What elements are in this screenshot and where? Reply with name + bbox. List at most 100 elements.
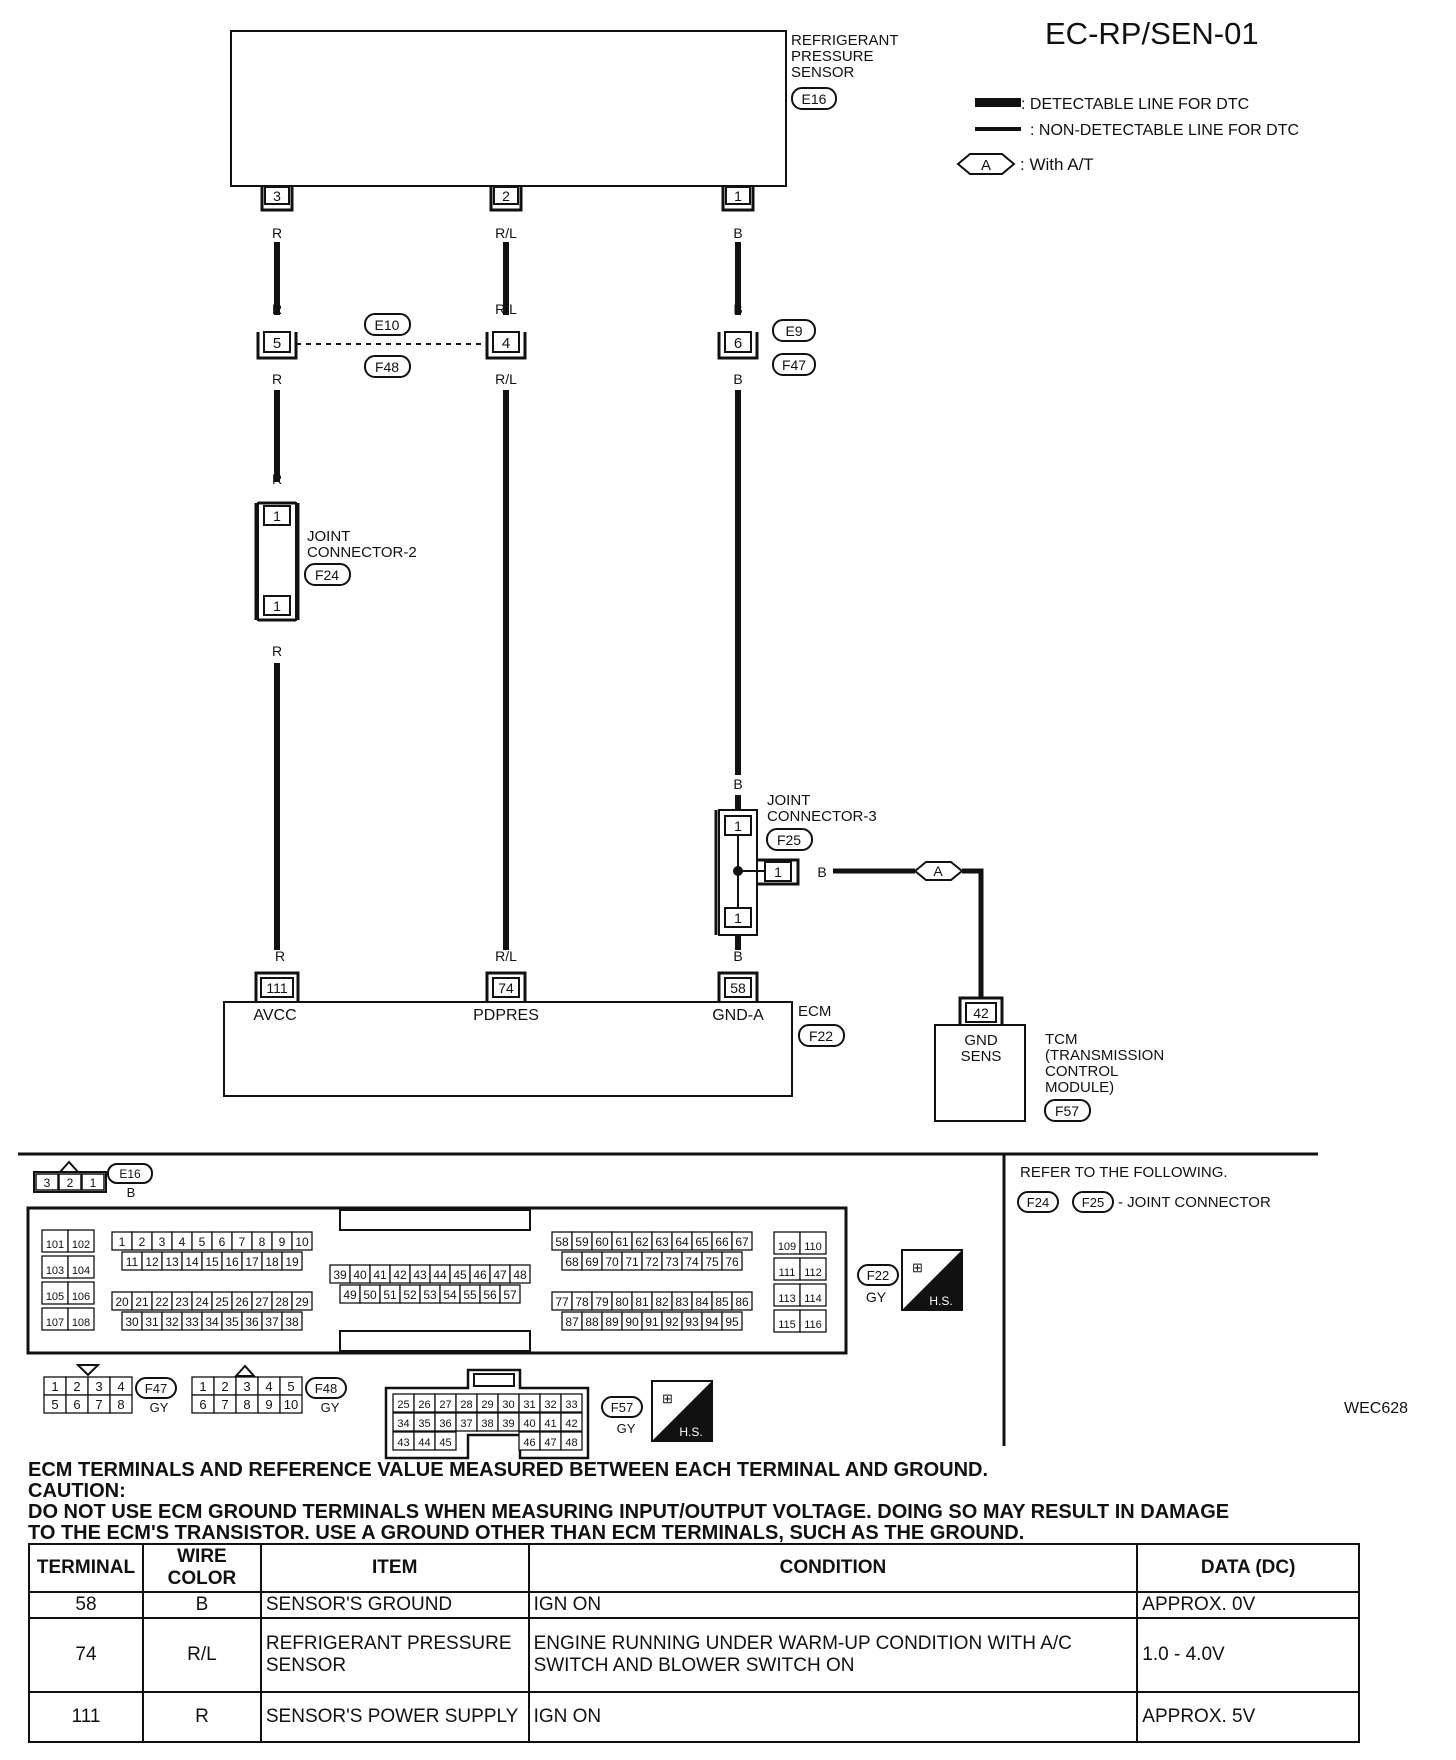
option-a-letter: A [933, 863, 943, 879]
connector-id-f47: F47 [782, 357, 806, 373]
pin-number: 87 [565, 1315, 579, 1329]
pin-number: 61 [615, 1235, 629, 1249]
pin-number: 63 [655, 1235, 669, 1249]
refrigerant-pressure-sensor-box [230, 30, 787, 187]
pin-number: 76 [725, 1255, 739, 1269]
svg-text:3: 3 [44, 1176, 51, 1190]
page-title: EC-RP/SEN-01 [1045, 16, 1259, 51]
pin-number: 8 [117, 1397, 124, 1412]
tcm-name-line3: CONTROL [1045, 1063, 1118, 1080]
cell-data: APPROX. 0V [1136, 1591, 1360, 1619]
pin-number: 110 [804, 1241, 822, 1253]
pin-number: 83 [675, 1295, 689, 1309]
pin-number: 33 [565, 1399, 577, 1411]
pin-number: 35 [418, 1418, 430, 1430]
pin-number: 37 [460, 1418, 472, 1430]
legend-option-text: : With A/T [1020, 155, 1094, 174]
pin-number: 56 [483, 1288, 497, 1302]
pin-number: 6 [73, 1397, 80, 1412]
connector-badge-e10 [364, 313, 411, 336]
note-line: DO NOT USE ECM GROUND TERMINALS WHEN MEA… [28, 1501, 1230, 1523]
pin-cell [731, 1231, 753, 1251]
pin-number: 7 [239, 1235, 246, 1249]
cell-item: REFRIGERANT PRESSURE SENSOR [259, 1617, 530, 1693]
svg-text:1: 1 [273, 598, 281, 614]
pin-cell [799, 1231, 827, 1255]
pin-number: 40 [353, 1268, 367, 1282]
pin-number: 2 [73, 1379, 80, 1394]
pin-number: 72 [645, 1255, 659, 1269]
pin-number: 46 [473, 1268, 487, 1282]
svg-text:2: 2 [67, 1176, 74, 1190]
connector-badge-f48 [364, 355, 411, 378]
pin-number: 114 [804, 1293, 822, 1305]
svg-text:42: 42 [973, 1005, 989, 1021]
legend-thick-line [975, 98, 1021, 107]
pin-number: 33 [185, 1315, 199, 1329]
cell-terminal: 58 [28, 1591, 144, 1619]
wire-color-rl: R/L [495, 948, 517, 964]
pin-number: 10 [284, 1397, 298, 1412]
pin-number: 67 [735, 1235, 749, 1249]
svg-text:F57: F57 [611, 1400, 633, 1415]
pin-number: 6 [219, 1235, 226, 1249]
joint3-connector-badge [766, 828, 813, 851]
pin-number: 58 [555, 1235, 569, 1249]
header-data: DATA (DC) [1136, 1543, 1360, 1593]
pin-cell [291, 1291, 313, 1311]
pin-number: 4 [265, 1379, 272, 1394]
refer-text: REFER TO THE FOLLOWING. [1020, 1164, 1228, 1181]
wire-color-rl: R/L [495, 371, 517, 387]
svg-text:F22: F22 [867, 1268, 889, 1283]
pin-number: 36 [245, 1315, 259, 1329]
connector-badge-e9 [772, 319, 816, 342]
pin-number: 38 [285, 1315, 299, 1329]
ecm-terminal-table: TERMINAL WIRE COLOR ITEM CONDITION DATA … [28, 1543, 1360, 1743]
svg-text:1: 1 [774, 864, 782, 880]
tcm-pin-42: 42 [958, 996, 1004, 1025]
pin-number: 51 [383, 1288, 397, 1302]
pin-number: 49 [343, 1288, 357, 1302]
cell-wire: R [141, 1691, 262, 1743]
svg-text:F47: F47 [145, 1381, 167, 1396]
svg-text:1: 1 [734, 818, 742, 834]
wire-color-r: R [272, 471, 282, 487]
pin-number: 45 [439, 1437, 451, 1449]
pin-number: 53 [423, 1288, 437, 1302]
tcm-box [934, 1024, 1026, 1122]
svg-text:GY: GY [150, 1400, 169, 1415]
wire-color-r: R [272, 371, 282, 387]
pin-number: 79 [595, 1295, 609, 1309]
wire-color-b: B [733, 776, 742, 792]
header-terminal: TERMINAL [28, 1543, 144, 1593]
pin-number: 10 [295, 1235, 309, 1249]
pin-number: 90 [625, 1315, 639, 1329]
pin-number: 3 [243, 1379, 250, 1394]
pin-number: 86 [735, 1295, 749, 1309]
pin-number: 102 [72, 1239, 90, 1251]
pin-number: 43 [397, 1437, 409, 1449]
svg-text:74: 74 [498, 980, 514, 996]
wire-color-rl: R/L [495, 301, 517, 317]
pin-number: 36 [439, 1418, 451, 1430]
pin-cell [560, 1393, 583, 1413]
pin-number: 6 [199, 1397, 206, 1412]
pin-number: 103 [46, 1265, 64, 1277]
pin-number: 89 [605, 1315, 619, 1329]
ecm-pin-74: 74 [485, 971, 527, 1002]
tcm-name-line1: TCM [1045, 1031, 1078, 1048]
pin-number: 28 [460, 1399, 472, 1411]
pin-number: 34 [397, 1418, 409, 1430]
pin-cell [721, 1251, 743, 1271]
pin-number: 11 [126, 1255, 139, 1269]
connector-id-f48: F48 [375, 359, 399, 375]
joint2-label-line2: CONNECTOR-2 [307, 544, 417, 561]
wire-color-b: B [733, 225, 742, 241]
wire-color-b: B [733, 301, 742, 317]
pin-number: 21 [135, 1295, 149, 1309]
connector-badge-f47 [772, 353, 816, 376]
pin-number: 29 [481, 1399, 493, 1411]
svg-text:5: 5 [273, 335, 281, 352]
pin-number: 2 [221, 1379, 228, 1394]
pin-number: 57 [503, 1288, 517, 1302]
